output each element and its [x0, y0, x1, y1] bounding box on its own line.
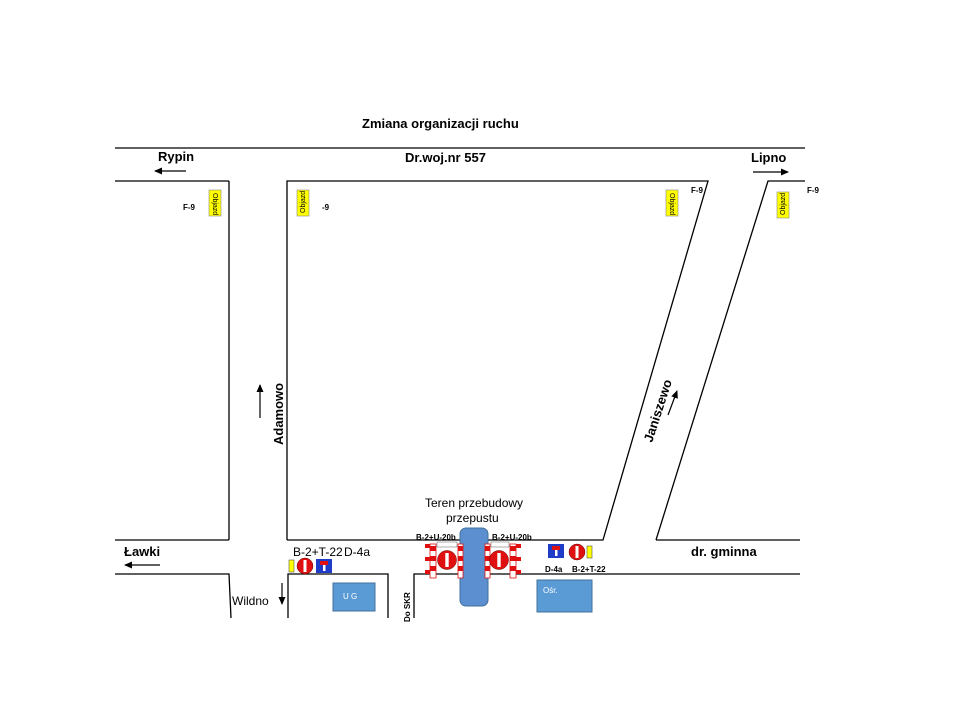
sign-label-f9-b: -9	[322, 203, 330, 212]
building-osr	[536, 579, 593, 613]
sign-label-b2-u20b-right: B-2+U-20b	[492, 533, 532, 542]
barrier-post-icon	[484, 543, 491, 579]
detour-sign-text: Objazd	[780, 193, 787, 215]
detour-sign-icon	[296, 189, 310, 217]
detour-sign-icon	[208, 189, 222, 217]
detour-sign-icon	[665, 189, 679, 217]
road-outlines	[115, 147, 805, 619]
barrier-left	[425, 541, 464, 579]
sign-label-b2-t22-left: B-2+T-22	[293, 545, 343, 559]
sign-label-f9-d: F-9	[807, 186, 820, 195]
no-entry-sign-right-icon	[568, 543, 586, 561]
building-ug-label: U G	[343, 592, 357, 601]
arrow-janiszewo-icon	[667, 390, 678, 416]
road-557-bottom-edge-right	[655, 180, 805, 541]
detour-sign-text: Objazd	[211, 193, 218, 215]
sign-label-b2-u20b-left: B-2+U-20b	[416, 533, 456, 542]
road-bottom-edge-skr	[413, 573, 800, 618]
no-entry-sign-barrier-right-icon	[489, 550, 509, 570]
barrier-post-icon	[509, 543, 521, 579]
dead-end-sign-left-icon	[316, 559, 332, 573]
no-entry-sign-left-icon	[296, 557, 314, 575]
map-title: Zmiana organizacji ruchu	[362, 116, 519, 131]
barrier-board-icon	[436, 541, 458, 548]
dead-end-sign-right-icon	[548, 544, 564, 558]
place-lawki: Ławki	[124, 544, 160, 559]
detour-sign-f9-janiszewo: Objazd	[665, 189, 679, 217]
sign-label-f9-c: F-9	[691, 186, 704, 195]
barrier-right	[484, 541, 521, 579]
detour-sign-f9-left: Objazd	[208, 189, 222, 217]
detour-sign-f9-adamowo: Objazd	[296, 189, 310, 217]
construction-area	[459, 527, 489, 607]
place-dr-gminna: dr. gminna	[691, 544, 758, 559]
road-557-bottom-edge-middle	[286, 180, 709, 541]
barrier-board-icon	[490, 541, 510, 548]
place-do-skr: Do SKR	[403, 592, 412, 622]
sign-label-f9-a: F-9	[183, 203, 196, 212]
sign-label-b2-t22-right: B-2+T-22	[572, 565, 606, 574]
place-adamowo: Adamowo	[271, 383, 286, 445]
construction-label-line2: przepustu	[446, 511, 499, 525]
sign-label-d4a-left: D-4a	[344, 545, 370, 559]
sign-label-d4a-right: D-4a	[545, 565, 563, 574]
detour-sign-text: Objazd	[668, 193, 675, 215]
direction-arrows	[124, 167, 789, 605]
place-wildno: Wildno	[232, 594, 269, 608]
tablet-t22-icon	[288, 559, 295, 573]
place-rypin: Rypin	[158, 149, 194, 164]
road-557-label: Dr.woj.nr 557	[405, 150, 486, 165]
no-entry-sign-barrier-left-icon	[437, 550, 457, 570]
barrier-post-icon	[457, 543, 464, 579]
building-ug	[332, 582, 376, 612]
road-lawki-bottom-edge	[115, 573, 232, 619]
tablet-t22-right-icon	[586, 545, 593, 559]
detour-sign-icon	[776, 191, 790, 219]
place-lipno: Lipno	[751, 150, 786, 165]
construction-label-line1: Teren przebudowy	[425, 496, 523, 510]
building-osr-label: Ośr.	[543, 586, 558, 595]
barrier-post-icon	[425, 543, 437, 579]
detour-sign-f9-lipno: Objazd	[776, 191, 790, 219]
road-bottom-edge-ug	[287, 573, 389, 618]
detour-sign-text: Objazd	[300, 191, 307, 213]
